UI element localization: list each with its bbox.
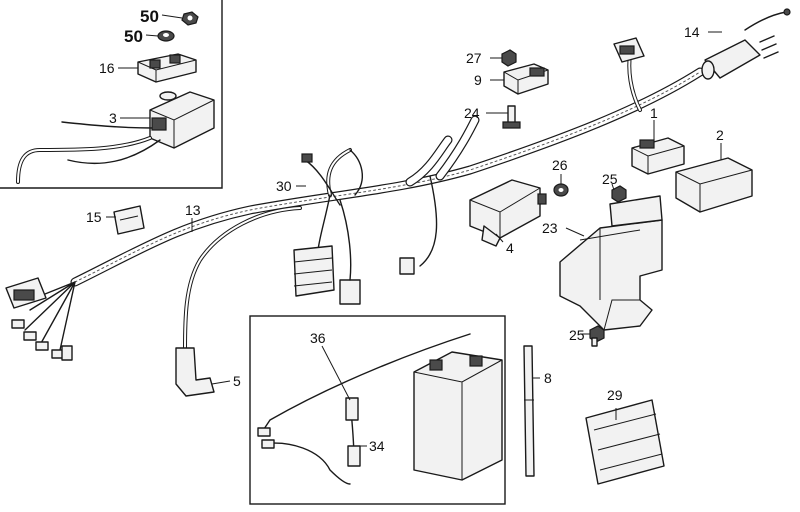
part-8-battery-strap [523, 345, 535, 477]
callout-8: 8 [544, 370, 552, 386]
inset-box-battery [249, 315, 506, 505]
callout-2: 2 [716, 127, 724, 143]
callout-15: 15 [86, 209, 102, 225]
part-3-ignition-coil [16, 91, 215, 184]
pickup-coil-connector [293, 194, 361, 305]
part-4-ignition-coil [469, 179, 547, 247]
part-9-relay [503, 63, 549, 95]
part-24-bolt [502, 105, 521, 129]
part-23-mounting-bracket [559, 195, 663, 331]
part-15-harness-clip [113, 205, 145, 235]
part-25-bolt-lower [589, 325, 605, 347]
callout-50-lower: 50 [124, 27, 143, 46]
part-27-cap [501, 49, 517, 67]
callout-16: 16 [99, 60, 115, 76]
part-50-washer [157, 30, 175, 42]
bullet-connector-mid [399, 175, 438, 275]
part-50-nut-upper [181, 11, 199, 26]
callout-27: 27 [466, 50, 482, 66]
battery [413, 351, 503, 481]
callout-1: 1 [650, 105, 658, 121]
callout-29: 29 [607, 387, 623, 403]
callout-4: 4 [506, 240, 514, 256]
harness-end-connector-right [701, 35, 779, 80]
callout-13: 13 [185, 202, 201, 218]
callout-26: 26 [552, 157, 568, 173]
callout-50-upper: 50 [140, 7, 159, 26]
callout-14: 14 [684, 24, 700, 40]
part-29-rubber-pad [585, 399, 665, 485]
callout-numbers: 50 50 16 3 27 9 24 14 1 2 26 25 30 15 13… [86, 7, 724, 454]
part-26-grommet [553, 183, 569, 197]
callout-5: 5 [233, 373, 241, 389]
main-wire-harness [70, 53, 705, 287]
part-36-battery-cable [257, 333, 471, 485]
callout-24: 24 [464, 105, 480, 121]
part-1-connector-block [631, 137, 685, 175]
part-2-control-unit [675, 157, 753, 213]
part-34-fuse-holder [345, 397, 361, 467]
part-16-rubber-mount [137, 53, 197, 83]
callout-36: 36 [310, 330, 326, 346]
connector-top [613, 37, 645, 63]
callout-23: 23 [542, 220, 558, 236]
part-5-spark-plug-cap-lead [175, 206, 302, 397]
leader-lines [106, 14, 722, 447]
callout-3: 3 [109, 110, 117, 126]
callout-30: 30 [276, 178, 292, 194]
callout-25-lower: 25 [569, 327, 585, 343]
part-25-bolt-upper [611, 185, 627, 203]
inset-box-top-left [0, 0, 223, 189]
callout-9: 9 [474, 72, 482, 88]
callout-25-upper: 25 [602, 171, 618, 187]
left-connector-bundle [5, 277, 76, 361]
part-30-wire-loop [301, 149, 363, 206]
part-14-ground-terminal [744, 8, 791, 31]
callout-34: 34 [369, 438, 385, 454]
